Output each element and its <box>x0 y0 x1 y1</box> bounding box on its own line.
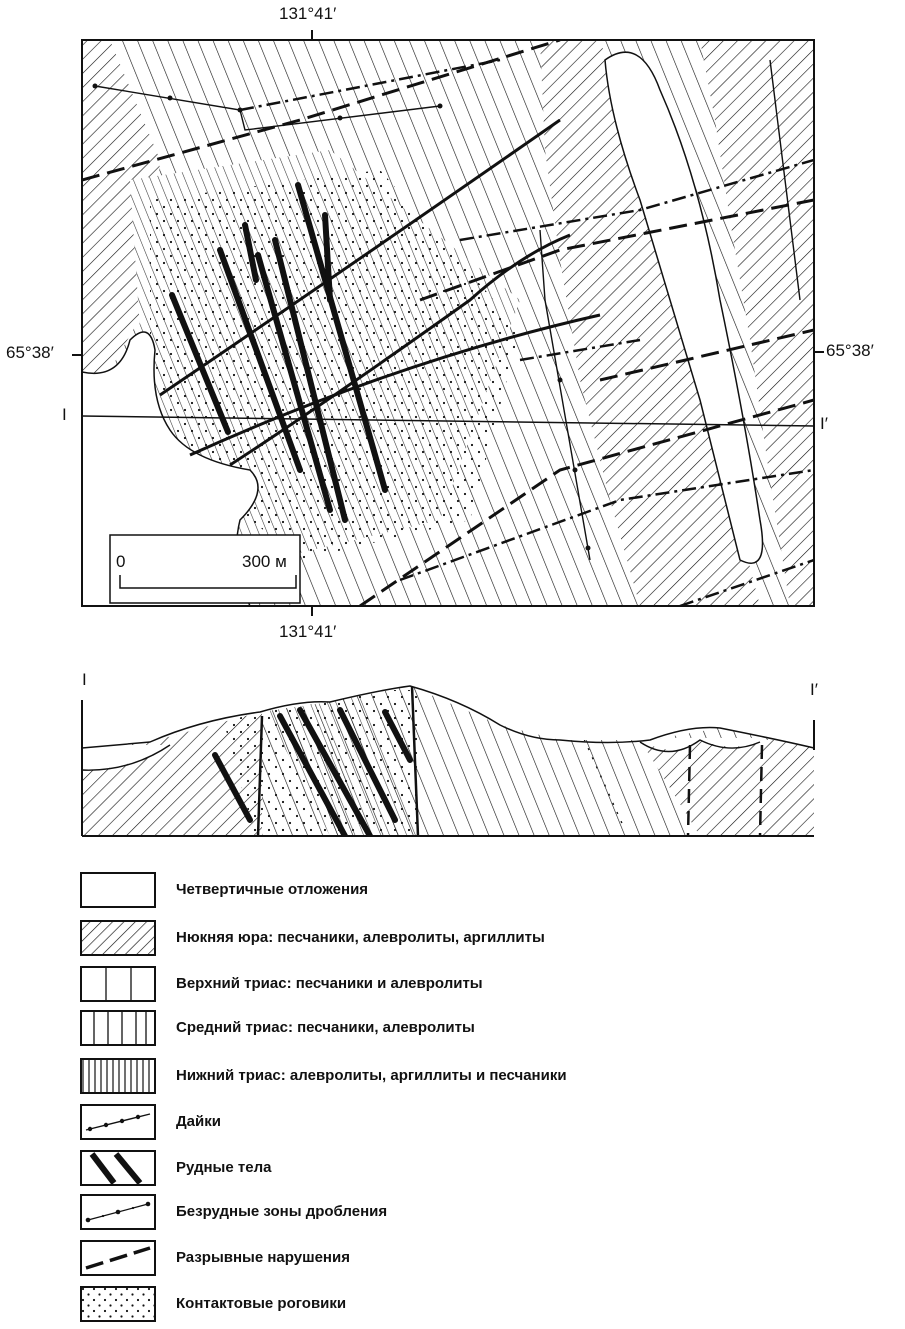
legend-label: Нижний триас: алевролиты, аргиллиты и пе… <box>176 1067 567 1084</box>
legend-label: Разрывные нарушения <box>176 1249 350 1266</box>
section-end-label: I′ <box>810 680 818 699</box>
dotted-swatch-icon <box>80 1286 156 1322</box>
dyke-line-swatch-icon <box>80 1104 156 1140</box>
legend-label: Дайки <box>176 1113 221 1130</box>
medium-vertical-hatch-swatch-icon <box>80 1010 156 1046</box>
longitude-top-label: 131°41′ <box>279 4 337 23</box>
scale-max-label: 300 м <box>242 552 287 571</box>
ore-bodies-swatch-icon <box>80 1150 156 1186</box>
crush-zone-swatch-icon <box>80 1194 156 1230</box>
map-area <box>82 40 814 606</box>
wide-vertical-hatch-swatch-icon <box>80 966 156 1002</box>
legend-label: Безрудные зоны дробления <box>176 1203 388 1220</box>
fault-line-swatch-icon <box>80 1240 156 1276</box>
diagonal-hatch-swatch-icon <box>80 920 156 956</box>
profile-end-label: I′ <box>820 414 828 433</box>
dense-vertical-hatch-swatch-icon <box>80 1058 156 1094</box>
legend-label: Четвертичные отложения <box>176 881 369 898</box>
legend-label: Верхний триас: песчаники и алевролиты <box>176 975 483 992</box>
blank-swatch-icon <box>80 872 156 908</box>
legend-label: Средний триас: песчаники, алевролиты <box>176 1019 475 1036</box>
scale-zero-label: 0 <box>116 552 126 571</box>
geological-map <box>72 30 824 837</box>
cross-section <box>81 685 815 837</box>
map-frame <box>81 39 815 607</box>
scale-bar <box>119 575 297 589</box>
legend-label: Рудные тела <box>176 1159 272 1176</box>
latitude-left-label: 65°38′ <box>6 343 54 362</box>
legend-label: Нюкняя юра: песчаники, алевролиты, аргил… <box>176 929 545 946</box>
legend-label: Контактовые роговики <box>176 1295 347 1312</box>
latitude-right-label: 65°38′ <box>826 341 874 360</box>
scale-box <box>109 534 301 604</box>
section-start-label: I <box>82 670 87 689</box>
longitude-bottom-label: 131°41′ <box>279 622 337 641</box>
profile-start-label: I <box>62 405 67 424</box>
